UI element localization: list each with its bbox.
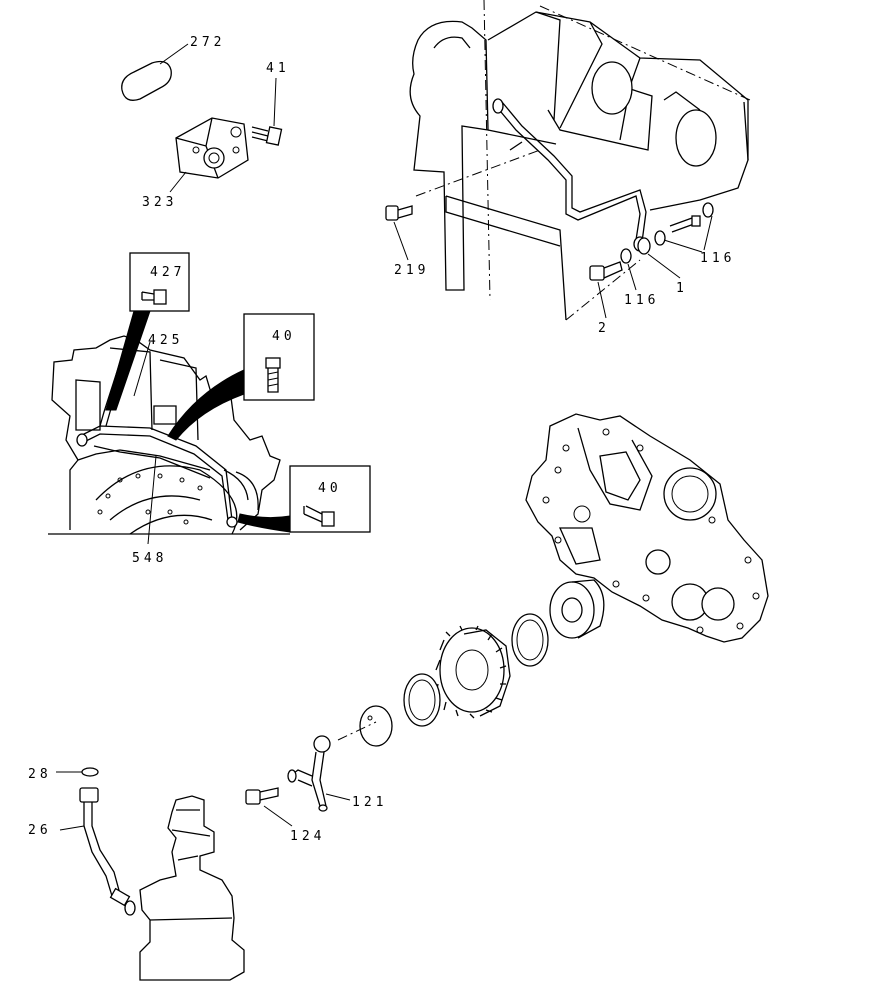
label-40-upper: 40 — [272, 329, 296, 344]
timing-gear — [435, 625, 511, 719]
seal-ring-1 — [511, 613, 549, 667]
label-121: 121 — [352, 795, 387, 810]
part-1-fitting — [637, 237, 681, 279]
timing-gear-cover — [525, 413, 769, 643]
injection-pump — [139, 795, 245, 981]
label-40-lower: 40 — [318, 481, 342, 496]
label-124: 124 — [290, 829, 325, 844]
inset-40-upper — [243, 313, 315, 401]
part-219-bolt — [385, 205, 413, 261]
thrust-plate — [359, 705, 393, 747]
part-41-bolt — [251, 77, 283, 146]
part-28-oring — [56, 767, 99, 777]
pipe-548 — [76, 425, 238, 545]
label-26: 26 — [28, 823, 52, 838]
gear-hub — [549, 579, 605, 639]
label-28: 28 — [28, 767, 52, 782]
pipe-425 — [99, 341, 151, 427]
label-41: 41 — [266, 61, 290, 76]
label-1: 1 — [676, 281, 688, 296]
part-124-bolt — [245, 787, 293, 827]
label-323: 323 — [142, 195, 177, 210]
label-2: 2 — [598, 321, 610, 336]
part-116-washer-lower — [620, 248, 637, 291]
label-116-upper: 116 — [700, 251, 735, 266]
part-116-washer-upper — [654, 202, 714, 253]
pointer-427 — [105, 310, 151, 411]
pointer-40-upper — [167, 369, 245, 441]
pointer-40-lower — [237, 513, 291, 533]
part-121-fitting — [287, 735, 351, 812]
engine-block-upper — [409, 0, 751, 321]
part-323-flange — [169, 117, 249, 193]
label-272: 272 — [190, 35, 225, 50]
engine-side-view — [48, 335, 290, 535]
part-26-pipe — [59, 787, 136, 916]
label-116-lower: 116 — [624, 293, 659, 308]
part-272-cap — [121, 43, 189, 101]
part-2-bolt — [589, 261, 623, 319]
seal-ring-2 — [403, 673, 441, 727]
label-548: 548 — [132, 551, 167, 566]
label-427: 427 — [150, 265, 185, 280]
inset-40-lower — [289, 465, 371, 533]
label-219: 219 — [394, 263, 429, 278]
inset-427 — [129, 252, 190, 312]
label-425: 425 — [148, 333, 183, 348]
